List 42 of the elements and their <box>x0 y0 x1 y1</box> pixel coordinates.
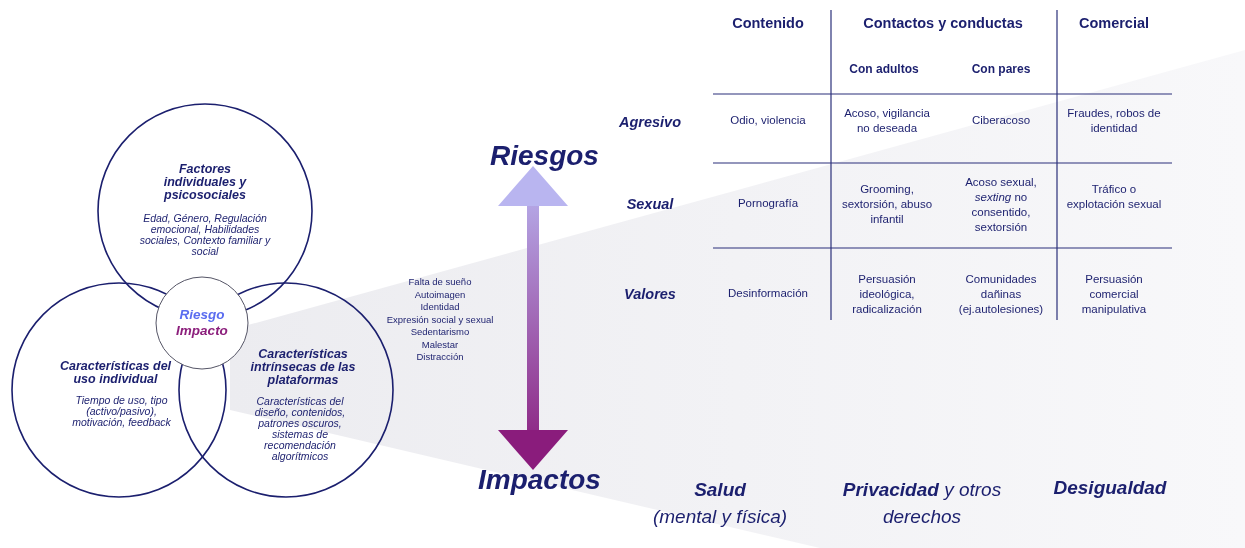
list-item: Expresión social y sexual <box>385 313 495 326</box>
impact-category: Privacidad y otros derechos <box>841 478 1003 529</box>
row-header: Sexual <box>625 195 675 213</box>
list-item: Sedentarismo <box>409 326 471 339</box>
center-circle <box>155 276 249 370</box>
section-heading: Impactos <box>478 464 601 496</box>
circle-title: Características intrínsecas de las plataformas <box>249 348 357 387</box>
circle-text: Características del diseño, contenidos, patrones oscuros, sistemas de recomendación algorítmicos <box>253 396 347 462</box>
circle-text: Edad, Género, Regulación emocional, Habilidades sociales, Contexto familiar y social <box>138 213 272 257</box>
table-text: Grooming, sextorsión, abuso infantil <box>840 182 934 227</box>
table-text: Persuasión comercial manipulativa <box>1080 272 1148 317</box>
column-header: Contactos y conductas <box>862 14 1024 32</box>
table-text: Pornografía <box>736 196 800 211</box>
table-text: Desinformación <box>727 286 809 301</box>
circle-title: Factores individuales y psicosociales <box>162 163 248 202</box>
column-header: Contenido <box>731 14 805 32</box>
impact-category: Salud (mental y física) <box>651 478 789 529</box>
double-arrow <box>498 166 568 470</box>
table-text: Tráfico o explotación sexual <box>1065 182 1163 212</box>
table-text: Persuasión ideológica, radicalización <box>851 272 923 317</box>
table-text: Comunidades dañinas (ej.autolesiones) <box>957 272 1045 317</box>
table-text: Odio, violencia <box>729 113 807 128</box>
column-header: Comercial <box>1077 14 1151 32</box>
section-heading: Riesgos <box>490 140 599 172</box>
table-text: Fraudes, robos de identidad <box>1066 106 1162 136</box>
list-item: Malestar <box>420 338 460 351</box>
table-text: Ciberacoso <box>970 113 1032 128</box>
center-text: Impacto <box>175 323 229 339</box>
column-subheader: Con pares <box>970 62 1032 77</box>
row-header: Agresivo <box>617 113 683 131</box>
list-item: Identidad <box>419 301 461 314</box>
impact-category: Desigualdad <box>1052 476 1168 500</box>
circle-text: Tiempo de uso, tipo (activo/pasivo), motivación, feedback <box>71 395 172 428</box>
list-item: Autoimagen <box>413 288 467 301</box>
row-header: Valores <box>623 285 677 303</box>
list-item: Falta de sueño <box>407 276 473 289</box>
table-text: Acoso sexual, sexting no consentido, sextorsión <box>964 175 1038 235</box>
center-text: Riesgo <box>178 307 226 323</box>
list-item: Distracción <box>415 351 465 364</box>
column-subheader: Con adultos <box>848 62 920 77</box>
table-text: Acoso, vigilancia no deseada <box>843 106 931 136</box>
circle-title: Características del uso individual <box>58 360 173 386</box>
